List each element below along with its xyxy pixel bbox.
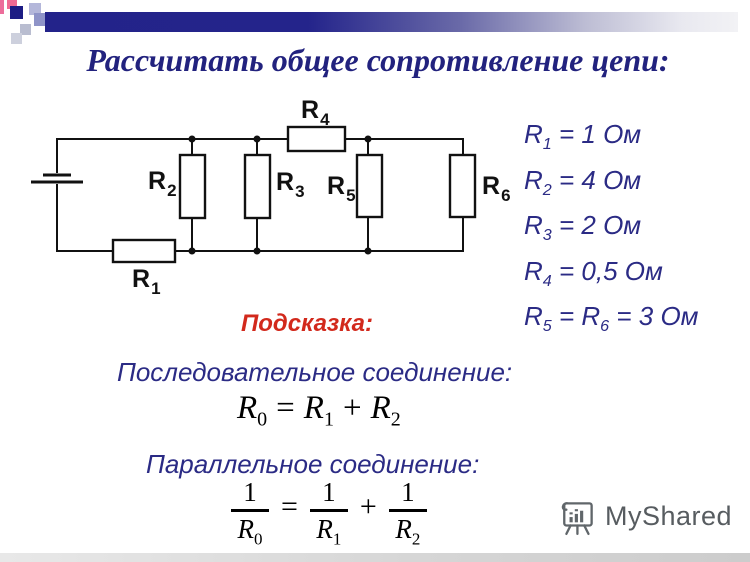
formula-subscript: 2 <box>390 408 401 431</box>
junction-dots <box>188 135 372 255</box>
fraction-denominator: R2 <box>395 513 421 548</box>
deco-square-pink-strip <box>0 0 4 14</box>
battery-icon <box>31 173 83 184</box>
formula-variable: R <box>370 390 391 426</box>
value-line-r2: R2 = 4 Ом <box>524 158 699 204</box>
fraction-numerator: 1 <box>401 477 415 507</box>
deco-square-gray-1 <box>20 24 31 35</box>
value-subscript: 3 <box>542 226 552 245</box>
value-symbol: R <box>524 301 543 331</box>
myshared-watermark: MyShared <box>560 496 732 536</box>
value-subscript: 4 <box>542 271 552 290</box>
fraction-1-over-r0: 1 R0 <box>228 477 272 548</box>
slide-title: Рассчитать общее сопротивление цепи: <box>86 42 670 78</box>
formula-variable: R <box>237 390 258 426</box>
plus-sign: + <box>342 390 362 426</box>
resistor-r2-box <box>178 153 207 220</box>
fraction-bar <box>388 509 427 512</box>
value-line-r4: R4 = 0,5 Ом <box>524 249 699 295</box>
resistor-boxes <box>111 125 477 264</box>
label-r5: R5 <box>327 172 356 205</box>
fraction-bar <box>309 509 348 512</box>
value-amount: = 1 Ом <box>551 119 642 149</box>
fraction-1-over-r2: 1 R2 <box>386 477 430 548</box>
formula-subscript: 1 <box>323 408 334 431</box>
fraction-bar <box>231 509 269 512</box>
fraction-numerator: 1 <box>243 477 257 507</box>
footer-gradient-bar <box>0 553 750 562</box>
value-amount: = 3 Ом <box>609 301 699 331</box>
resistor-r3-box <box>243 153 272 220</box>
formula-subscript: 0 <box>257 408 268 431</box>
circuit-diagram: R1 R2 R3 R4 R5 R6 <box>31 96 510 295</box>
fraction-numerator: 1 <box>322 477 336 507</box>
value-amount: = 4 Ом <box>551 164 642 195</box>
value-line-r1: R1 = 1 Ом <box>524 112 699 158</box>
parallel-connection-label: Параллельное соединение: <box>146 449 480 479</box>
resistor-values-list: R1 = 1 Ом R2 = 4 Ом R3 = 2 Ом R4 = 0,5 О… <box>524 112 699 340</box>
resistor-r5-box <box>355 153 384 219</box>
value-symbol: R <box>524 119 543 149</box>
label-r6: R6 <box>482 172 510 205</box>
hint-heading: Подсказка: <box>241 310 373 337</box>
formula-subscript: 0 <box>254 528 263 548</box>
formula-variable: R <box>237 513 255 544</box>
resistor-r6-box <box>448 153 477 219</box>
fraction-1-over-r1: 1 R1 <box>307 477 351 548</box>
resistor-labels: R1 R2 R3 R4 R5 R6 <box>132 96 510 295</box>
label-r4: R4 <box>301 96 330 129</box>
formula-subscript: 1 <box>332 528 342 548</box>
deco-square-gray-2 <box>11 33 22 44</box>
value-symbol: R <box>524 255 543 286</box>
plus-sign: + <box>359 490 377 524</box>
value-subscript: 2 <box>542 180 552 199</box>
formula-subscript: 2 <box>411 528 421 548</box>
value-symbol: R <box>581 301 601 331</box>
value-line-r3: R3 = 2 Ом <box>524 203 699 249</box>
series-connection-label: Последовательное соединение: <box>117 357 513 387</box>
resistor-r4-box <box>286 125 347 153</box>
fraction-denominator: R0 <box>237 513 263 548</box>
deco-square-navy <box>10 6 23 19</box>
label-r2: R2 <box>148 167 177 200</box>
label-r3: R3 <box>276 168 305 201</box>
value-symbol: R <box>524 164 543 195</box>
fraction-denominator: R1 <box>316 513 342 548</box>
formula-variable: R <box>316 513 333 544</box>
value-symbol: R <box>524 210 543 240</box>
formula-variable: R <box>303 390 324 426</box>
formula-variable: R <box>395 513 412 544</box>
myshared-logo-icon <box>561 502 593 536</box>
value-amount: = 0,5 Ом <box>551 255 663 286</box>
equals-sign: = <box>276 390 295 426</box>
deco-square-lavender-medium <box>34 13 47 26</box>
value-subscript: 5 <box>542 317 552 336</box>
value-subscript: 6 <box>600 317 610 336</box>
value-line-r5-r6: R5 = R6 = 3 Ом <box>524 294 699 340</box>
label-r1: R1 <box>132 265 161 295</box>
deco-square-lavender-light <box>29 3 41 15</box>
value-subscript: 1 <box>542 135 552 154</box>
parallel-formula: 1 R0 = 1 R1 + 1 R2 <box>228 477 430 548</box>
resistor-r1-box <box>111 238 177 264</box>
value-equals: = <box>551 301 582 331</box>
watermark-text: MyShared <box>605 500 733 531</box>
equals-sign: = <box>281 490 298 524</box>
series-formula: R0=R1+R2 <box>237 390 401 430</box>
deco-square-pink <box>7 0 17 9</box>
value-amount: = 2 Ом <box>551 210 642 240</box>
header-gradient-bar <box>45 12 738 32</box>
